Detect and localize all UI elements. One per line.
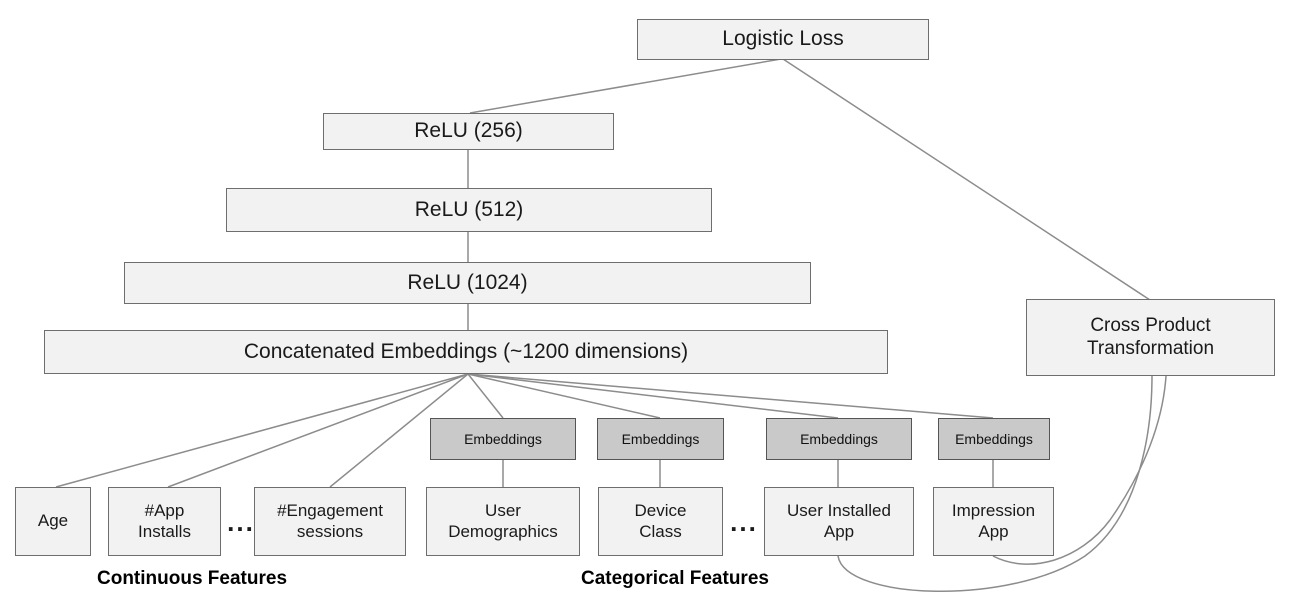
node-feature-impression-app-line-2: App	[978, 521, 1009, 541]
group-label-categorical-features: Categorical Features	[581, 568, 769, 590]
ellipsis-categorical-text: ...	[730, 506, 758, 537]
node-feature-engagement-sessions[interactable]: #Engagement sessions	[254, 487, 406, 556]
node-embeddings-2[interactable]: Embeddings	[597, 418, 724, 460]
node-feature-age[interactable]: Age	[15, 487, 91, 556]
node-relu-1024-label: ReLU (1024)	[407, 270, 528, 294]
edge-concat-to-emb1	[467, 373, 504, 419]
node-embeddings-1[interactable]: Embeddings	[430, 418, 576, 460]
node-cross-product-transformation[interactable]: Cross Product Transformation	[1026, 299, 1275, 376]
cross-product-line-2: Transformation	[1086, 337, 1215, 359]
ellipsis-categorical: ...	[726, 503, 762, 541]
node-embeddings-1-label: Embeddings	[464, 430, 542, 447]
node-relu-512[interactable]: ReLU (512)	[226, 188, 712, 232]
node-feature-device-class-line-2: Class	[639, 521, 682, 541]
node-feature-device-class[interactable]: Device Class	[598, 487, 723, 556]
node-feature-user-installed-app-line-1: User Installed	[787, 501, 891, 521]
node-feature-user-demographics-line-2: Demographics	[448, 521, 558, 541]
node-feature-user-installed-app[interactable]: User Installed App	[764, 487, 914, 556]
node-feature-device-class-line-1: Device	[634, 501, 687, 521]
ellipsis-continuous-text: ...	[227, 506, 255, 537]
node-relu-1024[interactable]: ReLU (1024)	[124, 262, 811, 304]
group-label-continuous-features: Continuous Features	[97, 568, 287, 590]
node-concatenated-embeddings[interactable]: Concatenated Embeddings (~1200 dimension…	[44, 330, 888, 374]
node-relu-256-label: ReLU (256)	[414, 119, 523, 143]
node-feature-age-line-1: Age	[37, 511, 69, 531]
edge-concat-to-emb2	[467, 373, 661, 419]
node-embeddings-3-label: Embeddings	[800, 430, 878, 447]
edge-userinstalledapp-to-crossproduct	[837, 375, 1153, 592]
node-feature-user-demographics-line-1: User	[485, 501, 521, 521]
group-label-categorical-features-text: Categorical Features	[581, 568, 769, 589]
node-feature-app-installs-line-2: Installs	[138, 521, 191, 541]
edge-concat-to-emb4	[467, 373, 994, 419]
node-relu-512-label: ReLU (512)	[414, 197, 524, 221]
edge-concat-to-emb3	[467, 373, 839, 419]
node-concatenated-embeddings-label: Concatenated Embeddings (~1200 dimension…	[243, 339, 689, 363]
cross-product-line-1: Cross Product	[1090, 315, 1211, 337]
edge-concat-to-age	[55, 373, 469, 488]
ellipsis-continuous: ...	[224, 503, 258, 541]
node-feature-user-demographics[interactable]: User Demographics	[426, 487, 580, 556]
node-logistic-loss[interactable]: Logistic Loss	[637, 19, 929, 60]
node-feature-impression-app[interactable]: Impression App	[933, 487, 1054, 556]
node-embeddings-3[interactable]: Embeddings	[766, 418, 912, 460]
node-embeddings-4[interactable]: Embeddings	[938, 418, 1050, 460]
node-feature-impression-app-line-1: Impression	[951, 501, 1036, 521]
edge-loss-to-relu256	[469, 58, 782, 114]
group-label-continuous-features-text: Continuous Features	[97, 568, 288, 589]
node-embeddings-4-label: Embeddings	[955, 430, 1033, 447]
node-feature-app-installs[interactable]: #App Installs	[108, 487, 221, 556]
node-feature-user-installed-app-line-2: App	[823, 521, 855, 541]
edge-concat-to-appinstalls	[167, 373, 469, 488]
node-logistic-loss-label: Logistic Loss	[722, 27, 844, 51]
node-feature-engagement-sessions-line-1: #Engagement	[277, 501, 383, 521]
node-feature-app-installs-line-1: #App	[144, 501, 185, 521]
node-relu-256[interactable]: ReLU (256)	[323, 113, 614, 150]
edge-loss-to-crossproduct	[782, 58, 1151, 301]
node-embeddings-2-label: Embeddings	[621, 430, 700, 447]
node-feature-engagement-sessions-line-2: sessions	[296, 521, 364, 541]
